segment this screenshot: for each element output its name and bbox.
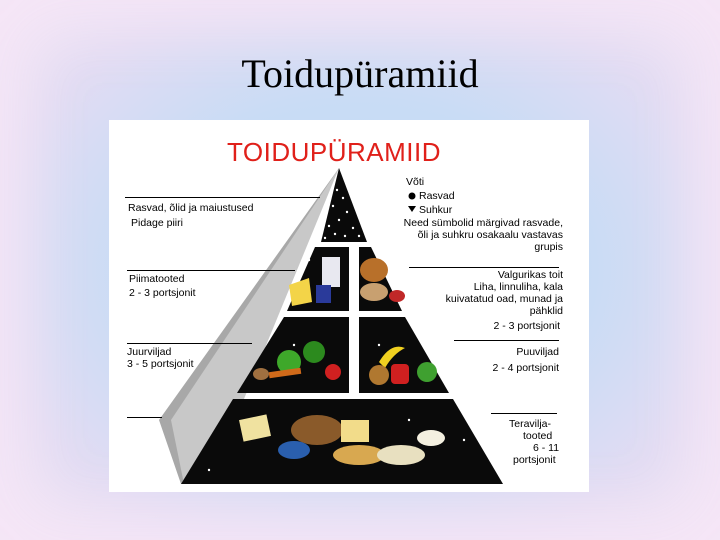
grapes (417, 362, 437, 382)
leader-line-protein (409, 267, 559, 268)
leader-line-fats (125, 197, 320, 198)
carrot (268, 367, 302, 379)
key-note: Need sümbolid märgivad rasvade, õli ja s… (403, 217, 563, 253)
tomato (325, 364, 341, 380)
pyramid-graphic (159, 168, 503, 484)
pasta-plate (377, 445, 425, 465)
meat-steak (389, 290, 405, 302)
figure-heading: TOIDUPÜRAMIID (227, 137, 442, 167)
banana (379, 346, 405, 368)
cheese (289, 278, 312, 306)
roast-chicken (360, 258, 388, 282)
leader-line-grains-left (127, 417, 162, 418)
food-pyramid-figure: TOIDUPÜRAMIID (109, 120, 589, 492)
rice-bowl (417, 430, 445, 446)
label-protein: Valgurikas toit Liha, linnuliha, kala ku… (445, 269, 563, 317)
key-sugar-label: Suhkur (419, 204, 453, 216)
sugar-symbol-icon (408, 206, 416, 212)
label-dairy: Piimatooted 2 - 3 portsjonit (129, 273, 196, 299)
broccoli (303, 341, 325, 363)
leader-line-dairy (127, 270, 295, 271)
pyramid-side-face-light (171, 168, 339, 484)
key-fats-label: Rasvad (419, 190, 455, 202)
bread-loaf (291, 415, 343, 445)
milk-glass (322, 257, 340, 287)
yogurt-cup (316, 285, 331, 303)
label-protein-servings: 2 - 3 portsjonit (493, 320, 560, 332)
crackers (239, 414, 271, 442)
pear (369, 365, 389, 385)
fats-symbol-icon (408, 192, 416, 200)
cereal-bowl (278, 441, 310, 459)
leader-line-fruit (454, 340, 559, 341)
key-title: Võti (406, 176, 425, 188)
pyramid-tier-top (321, 168, 367, 242)
bread-slice (341, 420, 369, 442)
apple (391, 364, 409, 384)
lettuce (277, 350, 301, 374)
label-fruit: Puuviljad 2 - 4 portsjonit (492, 346, 559, 374)
bread-rolls (333, 445, 385, 465)
potato (253, 368, 269, 380)
label-fats: Rasvad, õlid ja maiustused Pidage piiri (128, 202, 254, 229)
label-grains: Teravilja- tooted 6 - 11 portsjonit (509, 418, 560, 466)
leader-line-grains (491, 413, 557, 414)
slide-title: Toidupüramiid (241, 51, 479, 96)
beans-nuts (360, 283, 388, 301)
label-vegetables: Juurviljad 3 - 5 portsjonit (127, 346, 194, 370)
leader-line-vegetables (127, 343, 252, 344)
